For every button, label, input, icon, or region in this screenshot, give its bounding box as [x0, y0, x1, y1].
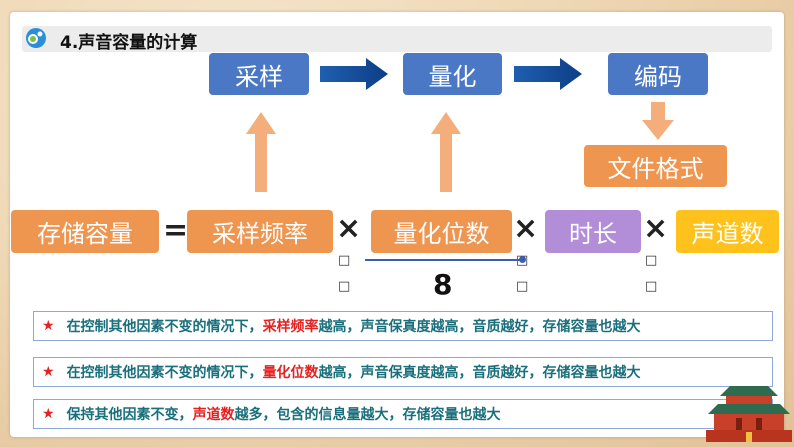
right-arrow-icon — [512, 56, 584, 92]
sample-rate-box: 采样频率 — [187, 210, 333, 253]
file-format-box: 文件格式 — [584, 145, 727, 187]
up-arrow-icon — [430, 110, 462, 194]
multiply-sign: × — [336, 211, 361, 246]
storage-capacity-box: 存储容量 — [11, 210, 159, 253]
step-quantization-box: 量化 — [403, 53, 502, 95]
right-arrow-icon — [318, 56, 390, 92]
fraction-line — [365, 259, 523, 261]
duration-box: 时长 — [545, 210, 641, 253]
step-encoding-box: 编码 — [608, 53, 708, 95]
up-arrow-icon — [245, 110, 277, 194]
bit-depth-box: 量化位数 — [371, 210, 512, 253]
placeholder-glyph: □ — [338, 253, 350, 268]
logo-icon — [24, 26, 48, 50]
channels-box: 声道数 — [676, 210, 779, 253]
note-text: 越高，声音保真度越高，音质越好，存储容量也越大 — [319, 316, 641, 336]
multiply-sign: × — [513, 211, 538, 246]
placeholder-glyph: □ — [516, 279, 528, 294]
note-channels: ★ 保持其他因素不变，声道数越多，包含的信息量越大，存储容量也越大 — [33, 399, 773, 429]
note-text: 越高，声音保真度越高，音质越好，存储容量也越大 — [319, 362, 641, 382]
page-title: 4.声音容量的计算 — [60, 28, 197, 53]
placeholder-glyph: □ — [338, 279, 350, 294]
divisor-eight: 8 — [433, 268, 452, 301]
note-sample-rate: ★ 在控制其他因素不变的情况下，采样频率越高，声音保真度越高，音质越好，存储容量… — [33, 311, 773, 341]
star-icon: ★ — [42, 318, 55, 334]
star-icon: ★ — [42, 364, 55, 380]
fraction-line-end — [519, 256, 526, 263]
note-highlight: 量化位数 — [263, 362, 319, 382]
note-text: 越多，包含的信息量越大，存储容量也越大 — [235, 404, 501, 424]
note-text: 在控制其他因素不变的情况下， — [67, 362, 263, 382]
note-bit-depth: ★ 在控制其他因素不变的情况下，量化位数越高，声音保真度越高，音质越好，存储容量… — [33, 357, 773, 387]
multiply-sign: × — [643, 211, 668, 246]
note-text: 在控制其他因素不变的情况下， — [67, 316, 263, 336]
step-sampling-box: 采样 — [209, 53, 309, 95]
star-icon: ★ — [42, 406, 55, 422]
note-text: 保持其他因素不变， — [67, 404, 193, 424]
note-highlight: 采样频率 — [263, 316, 319, 336]
placeholder-glyph: □ — [645, 253, 657, 268]
equals-sign: = — [163, 213, 188, 248]
down-arrow-icon — [641, 100, 675, 142]
note-highlight: 声道数 — [193, 404, 235, 424]
placeholder-glyph: □ — [645, 279, 657, 294]
palace-icon — [706, 380, 792, 442]
